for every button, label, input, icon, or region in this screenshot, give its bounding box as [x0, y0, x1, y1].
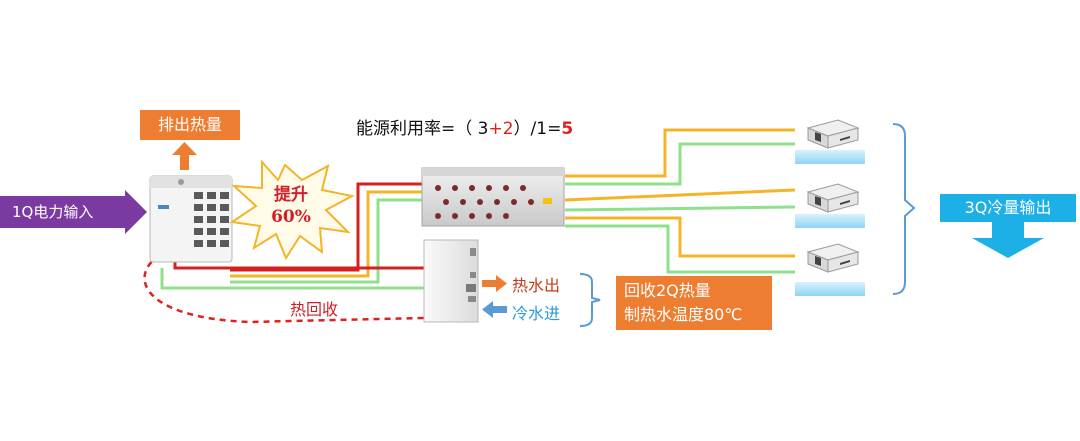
heat-recovery-box: 回收2Q热量 制热水温度80℃ — [616, 276, 772, 330]
pipe-green-top — [565, 142, 795, 186]
indoor-unit-3 — [795, 243, 865, 296]
pipe-green-1 — [230, 198, 422, 284]
boost-starburst — [229, 159, 355, 261]
indoor-unit-2 — [795, 183, 865, 228]
indoor-unit-1 — [795, 119, 865, 164]
efficiency-middle: ）/1= — [513, 119, 562, 139]
pipe-yellow-bot — [565, 216, 795, 258]
hot-water-out-arrow — [482, 275, 507, 292]
cool-air-3 — [795, 282, 865, 296]
water-bracket — [579, 273, 601, 327]
cold-water-in-arrow — [482, 301, 507, 318]
pipes-to-indoor-units — [564, 128, 796, 274]
boost-label: 提升 60% — [258, 184, 324, 228]
water-heater — [423, 239, 479, 323]
pipes-to-water-heater — [160, 262, 424, 290]
recovery-line-1: 回收2Q热量 — [624, 281, 711, 300]
cold-water-in-label: 冷水进 — [512, 304, 561, 323]
exhaust-up-arrow — [172, 142, 197, 170]
distributor-box — [421, 167, 565, 227]
cooling-output-label: 3Q冷量输出 — [940, 194, 1076, 222]
heat-recovery-label: 热回收 — [290, 300, 339, 319]
efficiency-formula: 能源利用率=（ 3+2）/1=5 — [356, 114, 573, 139]
recovery-line-2: 制热水温度80℃ — [624, 305, 743, 324]
cool-air-1 — [795, 150, 865, 164]
boost-line-1: 提升 — [274, 185, 308, 205]
cool-air-2 — [795, 214, 865, 228]
pipe-red-1 — [230, 182, 422, 272]
exhaust-heat-label: 排出热量 — [140, 110, 240, 140]
efficiency-plus: +2 — [488, 119, 514, 139]
pipe-green-mid — [564, 205, 796, 212]
boost-line-2: 60% — [271, 207, 311, 227]
power-input-label: 1Q电力输入 — [0, 196, 125, 228]
pipe-green-2 — [160, 268, 424, 290]
heat-recovery-dashed-curve — [143, 253, 425, 324]
cooling-down-arrow — [972, 222, 1044, 258]
pipe-yellow-top — [565, 128, 795, 178]
efficiency-result: 5 — [561, 119, 574, 139]
indoor-bracket — [892, 123, 916, 295]
hot-water-out-label: 热水出 — [512, 276, 561, 295]
pipe-red-2 — [173, 262, 424, 270]
pipe-green-bot — [565, 224, 795, 274]
pipes-to-distributor — [230, 182, 422, 284]
pipe-yellow-mid — [564, 188, 796, 202]
outdoor-unit — [149, 175, 233, 263]
power-input-arrowhead — [125, 190, 147, 234]
efficiency-prefix: 能源利用率=（ 3 — [356, 119, 489, 139]
pipe-yellow-1 — [230, 190, 422, 278]
